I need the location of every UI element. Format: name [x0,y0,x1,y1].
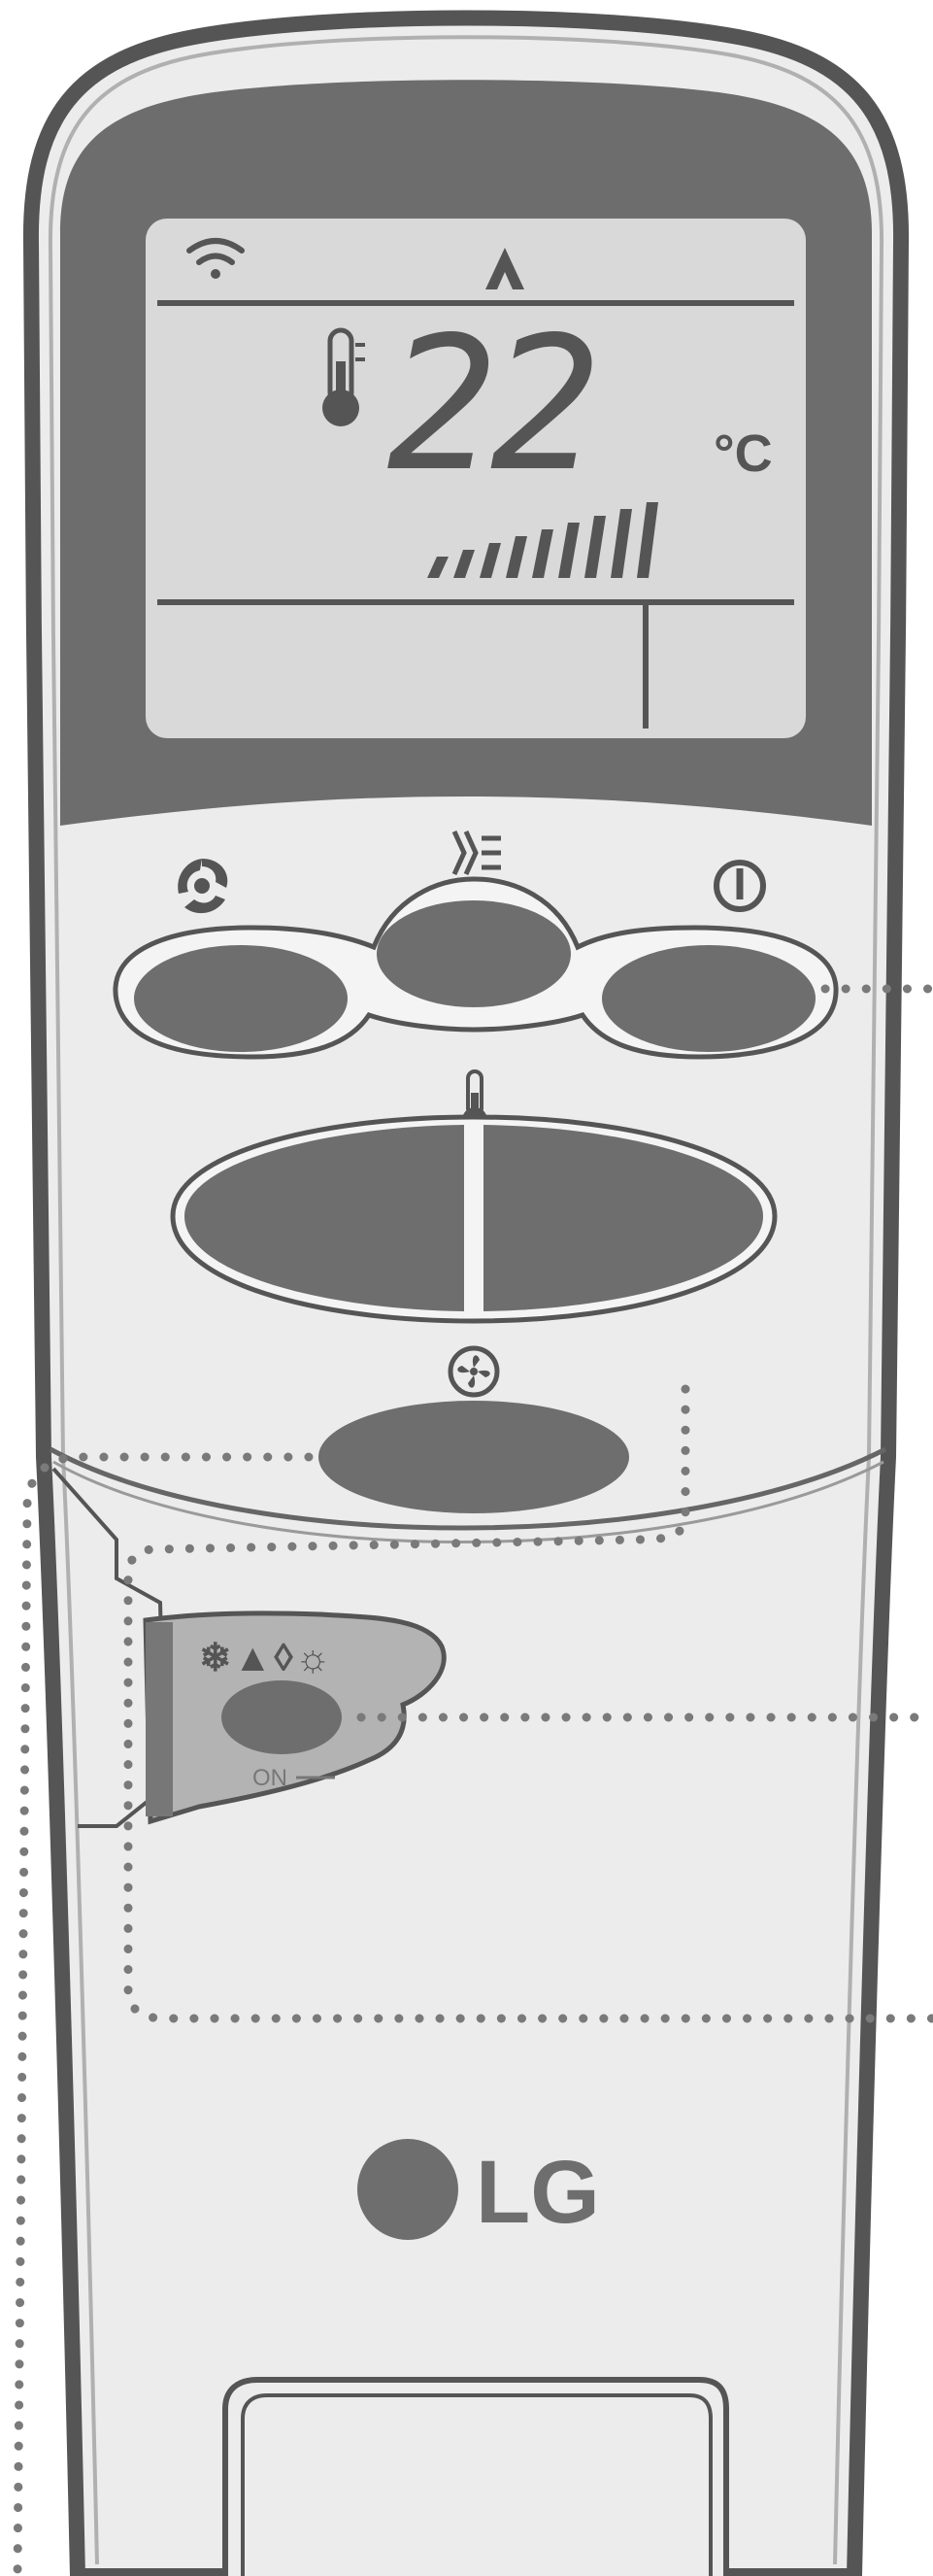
fan-speed-bar-segment [584,516,606,578]
signal-icon [186,238,245,279]
cover-top-edge-shadow [52,1460,884,1543]
power-button[interactable] [602,945,816,1052]
auto-mode-icon [485,248,524,289]
thermometer-icon [322,327,365,426]
temperature-readout: 22 [387,297,594,512]
fan-speed-button[interactable] [318,1401,629,1513]
swing-button[interactable] [134,945,348,1052]
cover-left-edge [51,1467,168,1828]
fan-speed-bar-segment [427,557,449,578]
fan-speed-bar [427,502,658,578]
mode-subpanel-shade [146,1622,173,1816]
fan-speed-icon [448,1345,500,1398]
cover-top-edge [49,1446,887,1531]
lcd-screen [146,219,806,738]
temperature-unit: °C [714,424,773,483]
lg-logo-text: LG [476,2143,600,2242]
temperature-up-button[interactable] [483,1125,763,1311]
fan-speed-bar-segment [637,502,658,578]
airflow-icon [451,830,501,876]
fan-speed-bar-segment [611,509,632,578]
fan-speed-bar-segment [480,543,501,578]
swing-icon [178,859,228,914]
fan-speed-bar-segment [532,529,553,578]
on-label: ON [252,1765,287,1791]
fan-speed-bar-segment [453,550,475,578]
fan-speed-bar-segment [558,523,580,578]
temperature-down-button[interactable] [184,1125,464,1311]
temperature-callout-line [123,1384,933,2023]
lg-logo: LG [357,2139,600,2242]
fan-speed-bar-segment [506,536,527,578]
mode-symbols: ❄▲◊☼ [199,1637,333,1679]
battery-cover-inner [241,2393,713,2576]
callout-lines [13,984,933,2576]
battery-cover [222,2377,729,2576]
fan-callout-line [13,1452,314,2576]
mode-button[interactable] [221,1680,342,1754]
airflow-button[interactable] [377,900,571,1007]
power-icon [714,860,766,912]
